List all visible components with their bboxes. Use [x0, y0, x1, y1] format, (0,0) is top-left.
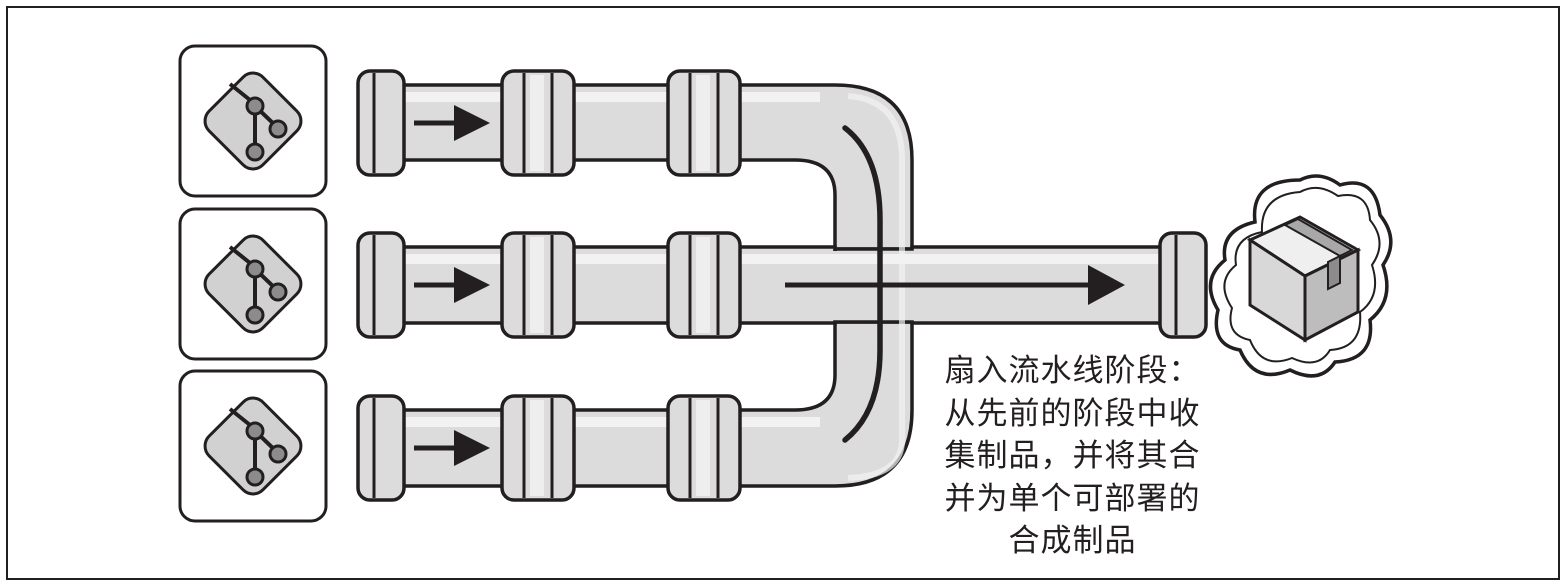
caption-line: 从先前的阶段中收: [944, 395, 1201, 432]
git-branch-icon: [178, 207, 328, 361]
fan-in-caption: 扇入流水线阶段： 从先前的阶段中收 集制品，并将其合 并为单个可部署的 合成制品: [910, 350, 1235, 563]
git-source-1: [178, 44, 328, 198]
caption-line: 集制品，并将其合: [944, 438, 1201, 474]
package-box-icon: [1246, 215, 1362, 343]
pipe-coupling: [500, 69, 576, 177]
pipe-coupling: [500, 231, 576, 339]
caption-line: 合成制品: [1008, 523, 1137, 559]
pipe-endcap-2: [356, 231, 406, 339]
pipe-coupling: [666, 69, 742, 177]
git-branch-icon: [178, 44, 328, 198]
git-source-3: [178, 369, 328, 523]
pipe-coupling: [666, 231, 742, 339]
merged-flow-arrow-icon: [785, 265, 1125, 305]
pipe-coupling: [500, 394, 576, 502]
pipe-endcap-3: [356, 394, 406, 502]
git-source-2: [178, 207, 328, 361]
git-branch-icon: [178, 369, 328, 523]
caption-line: 并为单个可部署的: [944, 480, 1201, 517]
pipe-output-endcap: [1158, 231, 1208, 339]
pipe-endcap-1: [356, 69, 406, 177]
caption-line: 扇入流水线阶段：: [944, 353, 1201, 389]
figure-frame: [6, 6, 1560, 580]
pipe-coupling: [666, 394, 742, 502]
